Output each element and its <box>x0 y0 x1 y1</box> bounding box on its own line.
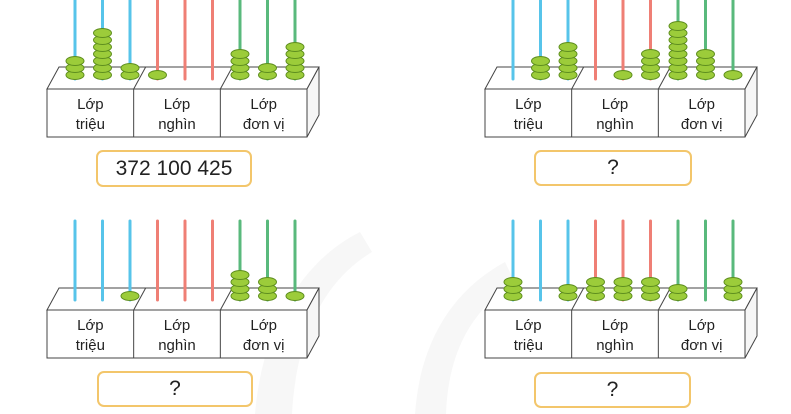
bead <box>230 270 250 280</box>
answer-box-a[interactable]: 372 100 425 <box>96 150 252 187</box>
bead <box>258 63 277 73</box>
bead <box>285 291 305 301</box>
bead <box>696 49 715 59</box>
abacus-a: Lớp triệu Lớp nghìn Lớp đơn vị <box>46 0 320 138</box>
class-label-don-vi-bottom: đơn vị <box>681 337 723 354</box>
class-label-nghin-bottom: nghìn <box>596 337 634 354</box>
answer-text-c: ? <box>169 377 181 400</box>
abacus-box-front <box>46 309 308 359</box>
bead <box>558 284 578 294</box>
class-label-trieu-top: Lớp <box>77 317 104 334</box>
class-label-don-vi-top: Lớp <box>250 96 277 113</box>
abacus-box-top <box>46 66 320 90</box>
class-label-trieu-bottom: triệu <box>514 337 543 354</box>
class-divider-top <box>571 66 585 90</box>
bead <box>230 49 250 59</box>
bead <box>503 277 523 287</box>
class-label-nghin-bottom: nghìn <box>596 116 634 133</box>
bead <box>258 277 277 287</box>
class-divider-top <box>657 66 671 90</box>
answer-text-b: ? <box>607 156 619 179</box>
bead <box>613 70 633 80</box>
bead <box>641 49 660 59</box>
class-divider-top <box>571 287 585 311</box>
class-label-nghin-top: Lớp <box>602 96 629 113</box>
bead <box>531 56 550 66</box>
bead <box>723 70 743 80</box>
answer-box-d[interactable]: ? <box>534 372 691 408</box>
bead <box>285 42 305 52</box>
bead <box>668 21 688 31</box>
bead <box>148 70 167 80</box>
class-divider-top <box>657 287 671 311</box>
bead <box>668 284 688 294</box>
class-label-trieu-bottom: triệu <box>76 116 105 133</box>
bead <box>723 277 743 287</box>
class-label-nghin-top: Lớp <box>602 317 629 334</box>
class-label-nghin-top: Lớp <box>164 317 191 334</box>
class-label-don-vi-top: Lớp <box>688 317 715 334</box>
abacus-box-top <box>46 287 320 311</box>
class-label-nghin-top: Lớp <box>164 96 191 113</box>
answer-box-c[interactable]: ? <box>97 371 253 407</box>
class-label-trieu-bottom: triệu <box>514 116 543 133</box>
bead <box>641 277 660 287</box>
bead <box>558 42 578 52</box>
class-label-trieu-top: Lớp <box>77 96 104 113</box>
class-divider-top <box>133 66 147 90</box>
abacus-c: Lớp triệu Lớp nghìn Lớp đơn vị <box>46 219 320 359</box>
bead <box>65 56 85 66</box>
bead <box>93 28 112 38</box>
class-label-nghin-bottom: nghìn <box>158 337 196 354</box>
answer-text-a: 372 100 425 <box>115 156 233 180</box>
class-label-don-vi-top: Lớp <box>688 96 715 113</box>
answer-text-d: ? <box>606 378 619 401</box>
bead <box>120 291 140 301</box>
class-label-don-vi-bottom: đơn vị <box>681 116 723 133</box>
bead <box>613 277 633 287</box>
bead <box>586 277 605 287</box>
class-label-don-vi-bottom: đơn vị <box>243 116 285 133</box>
class-divider-top <box>219 287 233 311</box>
class-divider-top <box>219 66 233 90</box>
class-label-don-vi-bottom: đơn vị <box>243 337 285 354</box>
abacus-box-front <box>46 88 308 138</box>
class-divider-top <box>133 287 147 311</box>
bead <box>120 63 140 73</box>
class-label-trieu-bottom: triệu <box>76 337 105 354</box>
class-label-nghin-bottom: nghìn <box>158 116 196 133</box>
class-label-don-vi-top: Lớp <box>250 317 277 334</box>
class-label-trieu-top: Lớp <box>515 317 542 334</box>
answer-box-b[interactable]: ? <box>534 150 692 186</box>
abacus-box-front <box>484 88 746 138</box>
abacus-b: Lớp triệu Lớp nghìn Lớp đơn vị <box>484 0 758 138</box>
abacus-d: Lớp triệu Lớp nghìn Lớp đơn vị <box>484 219 758 359</box>
abacus-box-front <box>484 309 746 359</box>
class-label-trieu-top: Lớp <box>515 96 542 113</box>
